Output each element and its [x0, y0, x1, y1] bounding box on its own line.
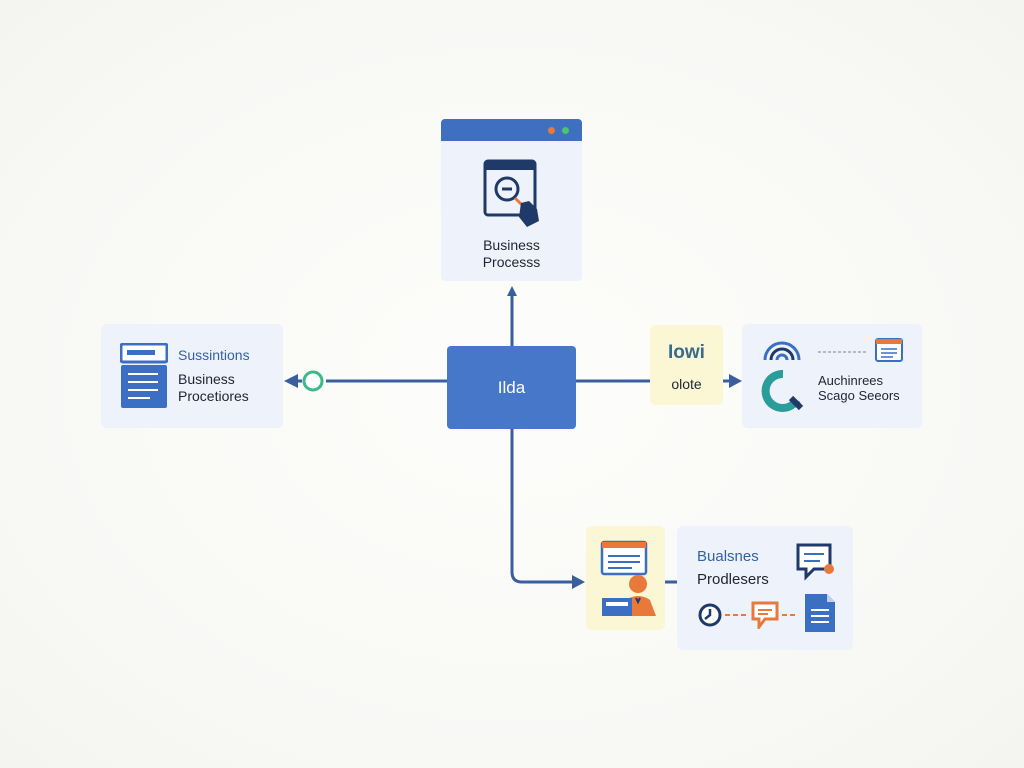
top-node-card[interactable]: Business Processs [441, 119, 582, 281]
top-node-label-line2: Processs [482, 254, 541, 270]
arrowhead-right [729, 374, 742, 388]
titlebar-dot-orange [548, 127, 555, 134]
mid-note-text: olote [671, 376, 702, 392]
top-node-label-line1: Business [483, 237, 540, 253]
chat-bubble-icon [796, 543, 834, 581]
right-node-sub-line2: Scago Seeors [818, 388, 900, 403]
right-node-sub-line1: Auchinrees [818, 373, 884, 388]
titlebar-dot-green [562, 127, 569, 134]
window-icon [875, 338, 903, 362]
mid-note-card[interactable]: Iowi olote [650, 325, 723, 405]
left-node-sub-line2: Procetiores [178, 388, 249, 404]
right-node-sub: Auchinrees Scago Seeors [818, 373, 900, 403]
dash-connector-2 [782, 614, 798, 616]
bottom-node-card[interactable]: Bualsnes Prodlesers [677, 526, 853, 650]
wifi-arc-icon [763, 341, 801, 361]
document-icon [805, 594, 835, 632]
document-list-icon [120, 343, 168, 408]
connector-circle-marker [302, 370, 324, 392]
message-tag-icon [751, 601, 779, 629]
right-node-card[interactable]: Auchinrees Scago Seeors [742, 324, 922, 428]
user-at-screen-icon [600, 540, 656, 616]
arrowhead-left [284, 374, 298, 388]
bottom-left-card[interactable] [586, 526, 665, 630]
arrowhead-bottom [572, 575, 585, 589]
connector-center-to-bottom [510, 429, 574, 584]
clock-icon [698, 603, 722, 627]
browser-search-hand-icon [483, 159, 539, 227]
left-node-sub: Business Procetiores [178, 371, 249, 405]
left-node-card[interactable]: Sussintions Business Procetiores [101, 324, 283, 428]
center-node-label: Ilda [497, 377, 526, 397]
mid-note-title: Iowi [668, 342, 705, 363]
top-node-titlebar [441, 119, 582, 141]
refresh-q-icon [761, 370, 804, 412]
left-node-heading: Sussintions [178, 347, 250, 363]
center-node[interactable]: Ilda [447, 346, 576, 429]
dash-connector-1 [725, 614, 747, 616]
left-node-sub-line1: Business [178, 371, 235, 387]
bottom-node-heading: Bualsnes [697, 548, 759, 565]
bottom-node-sub: Prodlesers [697, 571, 769, 588]
connector-dash [818, 351, 868, 353]
top-node-label: Business Processs [441, 237, 582, 271]
